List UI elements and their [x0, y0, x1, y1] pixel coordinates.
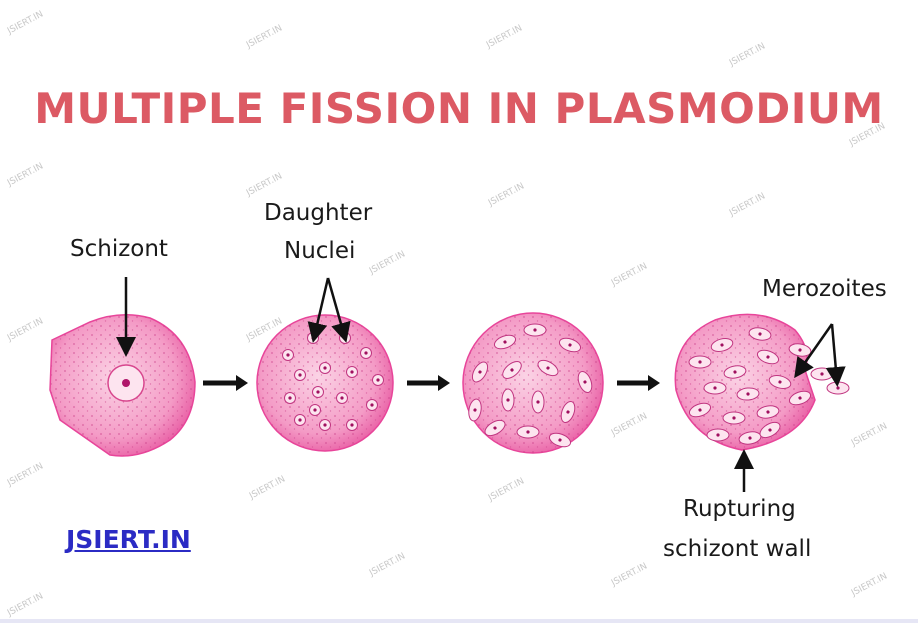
- developing-merozoites: [468, 323, 593, 448]
- daughter-nuclei-cell: [256, 314, 394, 452]
- daughter-nucleus: [312, 386, 324, 398]
- merozoite: [788, 390, 812, 406]
- merozoite: [531, 390, 545, 414]
- label-merozoites: Merozoites: [762, 276, 887, 302]
- stage-arrow: [617, 375, 660, 391]
- daughter-nucleus: [294, 369, 306, 381]
- daughter-nucleus: [284, 392, 296, 404]
- merozoite: [703, 381, 727, 395]
- daughter-nucleus: [372, 374, 384, 386]
- daughter-nucleus: [319, 362, 331, 374]
- daughter-nucleus: [294, 414, 306, 426]
- daughter-nucleus: [309, 404, 321, 416]
- schizont-cell: [49, 314, 196, 457]
- merozoite: [826, 381, 850, 395]
- merozoite: [471, 361, 489, 383]
- label-rupturing-line1: Rupturing: [683, 496, 796, 522]
- merozoite: [548, 432, 572, 448]
- bottom-divider: [0, 619, 918, 623]
- merozoite: [537, 359, 559, 377]
- diagram-title: MULTIPLE FISSION IN PLASMODIUM: [34, 84, 884, 133]
- merozoite-pointer-right: [825, 323, 846, 387]
- daughter-nucleus: [307, 332, 319, 344]
- merozoite: [501, 388, 515, 412]
- daughter-nucleus: [346, 366, 358, 378]
- merozoite: [723, 365, 747, 379]
- merozoite: [788, 343, 812, 357]
- segmenting-cell: [462, 312, 604, 454]
- merozoite: [759, 421, 781, 439]
- merozoite: [577, 370, 593, 394]
- daughter-nucleus: [360, 347, 372, 359]
- merozoite: [810, 367, 834, 381]
- merozoite: [756, 405, 780, 419]
- merozoite: [688, 355, 712, 369]
- merozoite: [516, 425, 540, 439]
- nuclei-pointer-left: [307, 277, 330, 343]
- label-daughter-nuclei-line1: Daughter: [264, 200, 373, 226]
- merozoite: [722, 411, 746, 425]
- merozoite: [756, 349, 780, 365]
- nuclei-pointer-right: [326, 277, 351, 343]
- label-daughter-nuclei-line2: Nuclei: [284, 238, 356, 264]
- merozoite: [748, 327, 772, 341]
- merozoite: [560, 400, 576, 424]
- merozoite: [736, 387, 760, 401]
- label-rupturing-line2: schizont wall: [663, 536, 812, 562]
- rupturing-schizont-cell: [674, 313, 850, 451]
- merozoite: [468, 398, 482, 422]
- merozoite: [706, 428, 730, 442]
- daughter-nucleus: [366, 399, 378, 411]
- label-schizont: Schizont: [70, 236, 168, 262]
- merozoite: [502, 361, 522, 379]
- site-link[interactable]: JSIERT.IN: [66, 525, 191, 554]
- merozoite: [493, 334, 517, 350]
- merozoite: [710, 338, 734, 352]
- merozoites: [688, 327, 850, 445]
- daughter-nucleus: [319, 419, 331, 431]
- merozoite: [768, 375, 792, 389]
- stage-arrow: [203, 375, 248, 391]
- merozoite-pointer-left: [794, 323, 834, 379]
- stage-arrow: [407, 375, 450, 391]
- merozoite: [688, 402, 712, 418]
- merozoite: [558, 337, 582, 353]
- merozoite: [484, 419, 506, 437]
- daughter-nucleus: [282, 349, 294, 361]
- daughter-nucleus: [346, 419, 358, 431]
- merozoite: [523, 323, 547, 337]
- daughter-nucleus: [336, 392, 348, 404]
